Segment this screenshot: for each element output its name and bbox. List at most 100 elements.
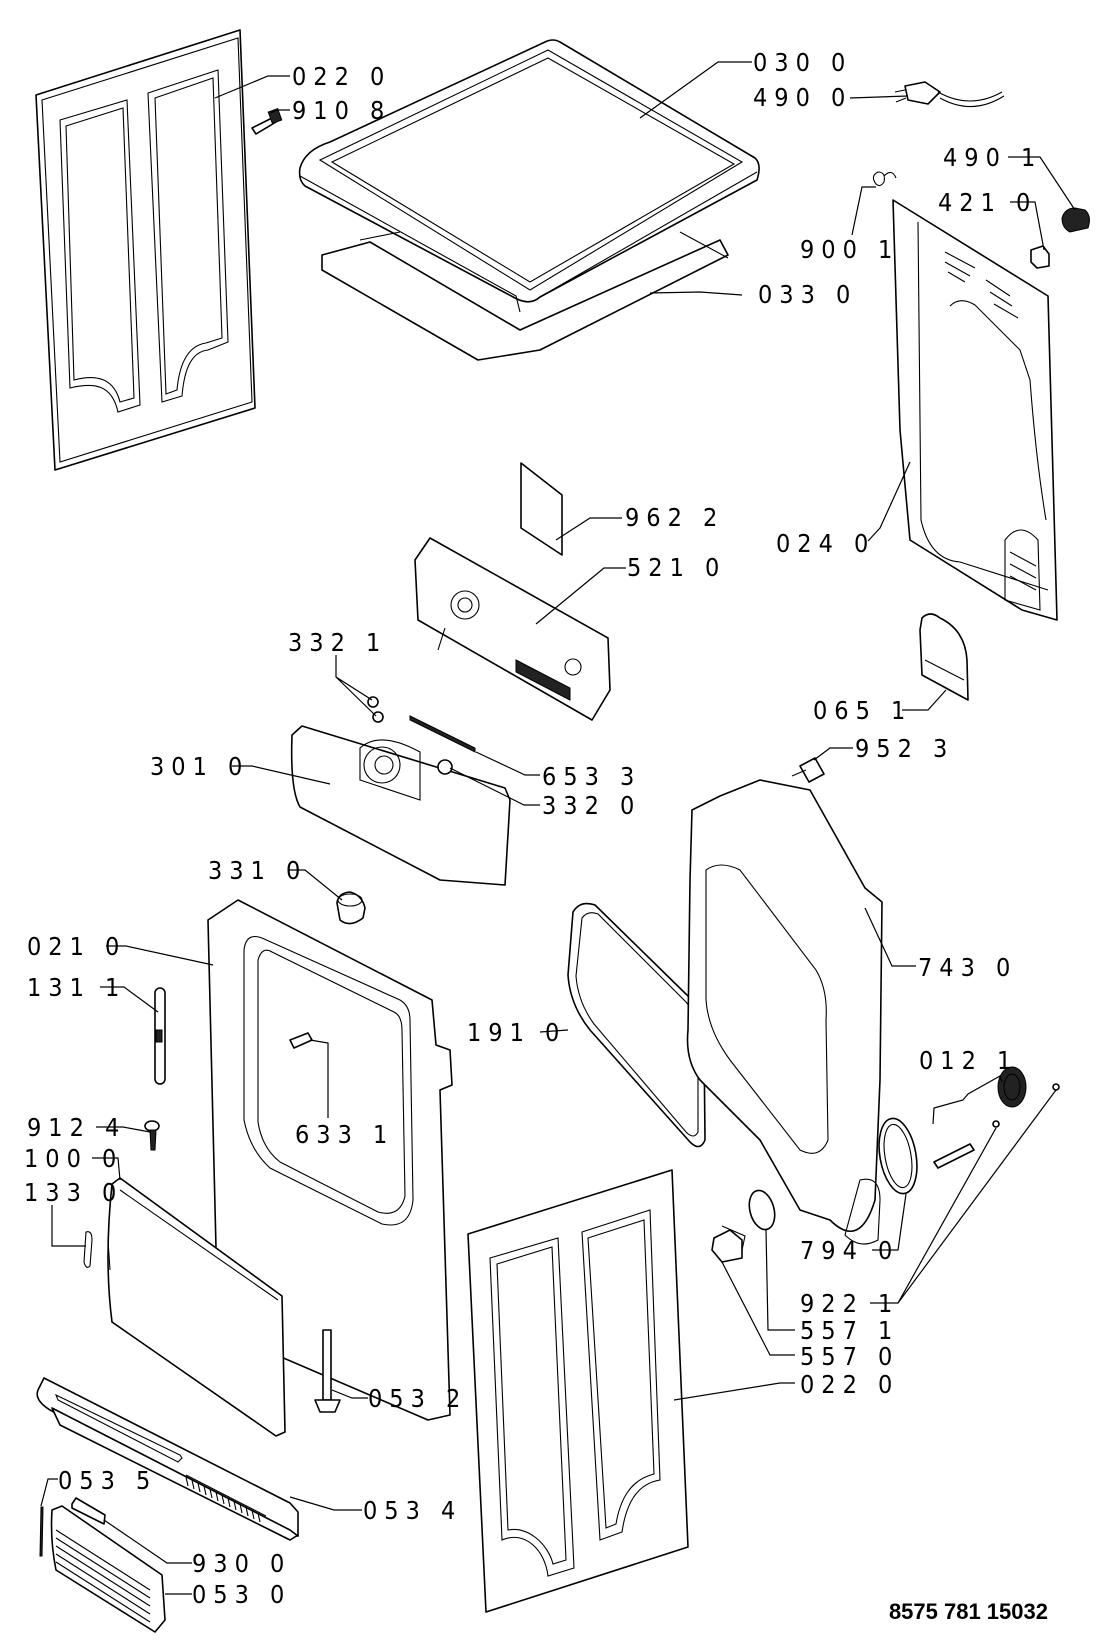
- leader-053-4: [289, 1496, 362, 1511]
- leader-053-5: [40, 1478, 58, 1507]
- callout-653-3[interactable]: 653 3: [542, 762, 641, 791]
- clip-900-1: [872, 171, 897, 187]
- leader-952-3: [813, 747, 853, 761]
- small-block: [1030, 245, 1050, 269]
- door-catch: [154, 987, 166, 1085]
- leader-557-1: [765, 1229, 795, 1331]
- callout-952-3[interactable]: 952 3: [855, 734, 954, 763]
- callout-labels: 022 0 910 8 030 0 490 0 490 1 421 0 900 …: [24, 48, 1042, 1609]
- callout-557-0[interactable]: 557 0: [800, 1342, 899, 1371]
- side-panel-right: [467, 1169, 689, 1613]
- led-strip: [409, 715, 476, 753]
- leader-024-0: [867, 461, 911, 542]
- leader-521-0: [535, 567, 626, 625]
- callout-962-2[interactable]: 962 2: [625, 503, 724, 532]
- callout-910-8[interactable]: 910 8: [292, 96, 391, 125]
- callout-930-0[interactable]: 930 0: [192, 1549, 291, 1578]
- callout-053-5[interactable]: 053 5: [58, 1466, 157, 1495]
- callout-033-0[interactable]: 033 0: [758, 280, 857, 309]
- callout-521-0[interactable]: 521 0: [627, 553, 726, 582]
- callout-490-1[interactable]: 490 1: [943, 143, 1042, 172]
- callout-100-0[interactable]: 100 0: [24, 1144, 123, 1173]
- side-panel-left: [35, 29, 256, 471]
- hinge-pin: [314, 1329, 341, 1413]
- callout-794-0[interactable]: 794 0: [800, 1236, 899, 1265]
- callout-191-0[interactable]: 191 0: [467, 1018, 566, 1047]
- callout-633-1[interactable]: 633 1: [295, 1120, 394, 1149]
- callout-012-1[interactable]: 012 1: [919, 1046, 1018, 1075]
- leader-912-4: [96, 1126, 151, 1133]
- rear-panel: [892, 199, 1058, 621]
- callout-490-0[interactable]: 490 0: [753, 83, 852, 112]
- callout-021-0[interactable]: 021 0: [27, 932, 126, 961]
- front-bulkhead: [686, 779, 883, 1245]
- callout-022-0-bottom[interactable]: 022 0: [800, 1370, 899, 1399]
- screw-910-8: [251, 108, 283, 135]
- leader-490-0: [849, 95, 909, 99]
- callout-332-1[interactable]: 332 1: [288, 628, 387, 657]
- leader-743-0: [864, 907, 916, 967]
- callout-331-0[interactable]: 331 0: [208, 856, 307, 885]
- callout-053-4[interactable]: 053 4: [363, 1496, 462, 1525]
- leader-490-1: [1008, 156, 1076, 211]
- callout-065-1[interactable]: 065 1: [813, 696, 912, 725]
- callout-912-4[interactable]: 912 4: [27, 1113, 126, 1142]
- leader-021-0: [106, 945, 214, 966]
- knob: [336, 891, 366, 925]
- leader-922-1: [870, 1089, 1057, 1304]
- control-panel-fascia: [290, 725, 511, 886]
- callout-301-0[interactable]: 301 0: [150, 752, 249, 781]
- leader-022-0-top: [214, 75, 290, 99]
- label-sheet: [520, 462, 563, 556]
- push-buttons: [367, 696, 384, 723]
- leader-131-1: [100, 986, 159, 1013]
- callout-133-0[interactable]: 133 0: [24, 1178, 123, 1207]
- leader-421-0: [1010, 201, 1045, 251]
- callout-557-1[interactable]: 557 1: [800, 1316, 899, 1345]
- door-seal: [567, 902, 706, 1148]
- callout-131-1[interactable]: 131 1: [27, 973, 126, 1002]
- top-plate: [321, 231, 729, 361]
- plinth: [36, 1377, 299, 1541]
- spring: [39, 1506, 44, 1557]
- document-code: 8575 781 15032: [888, 1599, 1048, 1624]
- o-ring: [748, 1189, 776, 1231]
- leader-794-0: [872, 1193, 907, 1251]
- bearing-kit: [933, 1066, 1060, 1169]
- callout-900-1[interactable]: 900 1: [800, 235, 899, 264]
- callout-024-0[interactable]: 024 0: [776, 529, 875, 558]
- leader-653-3: [475, 751, 540, 776]
- leader-331-0: [288, 869, 343, 901]
- callout-743-0[interactable]: 743 0: [918, 953, 1017, 982]
- callout-022-0-top[interactable]: 022 0: [292, 62, 391, 91]
- thermostat: [711, 1225, 746, 1263]
- power-cord: [894, 81, 1005, 108]
- leader-022-0-bottom: [673, 1382, 795, 1401]
- leader-633-1: [309, 1039, 329, 1118]
- leader-033-0: [649, 291, 743, 296]
- plinth-vents: [185, 1476, 261, 1523]
- callout-030-0[interactable]: 030 0: [753, 48, 852, 77]
- leader-053-2: [331, 1389, 368, 1399]
- foot: [791, 757, 825, 783]
- leader-332-0: [449, 767, 540, 806]
- leader-191-0: [539, 1029, 569, 1033]
- callout-922-1[interactable]: 922 1: [800, 1289, 899, 1318]
- callout-421-0[interactable]: 421 0: [938, 188, 1037, 217]
- leader-030-0: [639, 61, 752, 119]
- callout-053-0[interactable]: 053 0: [192, 1580, 291, 1609]
- leader-900-1: [851, 186, 876, 236]
- grille-insert: [71, 1497, 106, 1525]
- leader-133-0: [51, 1205, 86, 1247]
- control-board: [414, 537, 611, 721]
- callout-053-2[interactable]: 053 2: [368, 1384, 467, 1413]
- leader-lines: [40, 61, 1076, 1595]
- leader-962-2: [555, 517, 622, 541]
- kickplate-door: [107, 1177, 286, 1437]
- screw-912-4: [144, 1120, 160, 1151]
- leader-012-1: [932, 1075, 1003, 1125]
- top-cover: [298, 39, 760, 313]
- callout-332-0[interactable]: 332 0: [542, 791, 641, 820]
- leader-332-1: [335, 655, 377, 717]
